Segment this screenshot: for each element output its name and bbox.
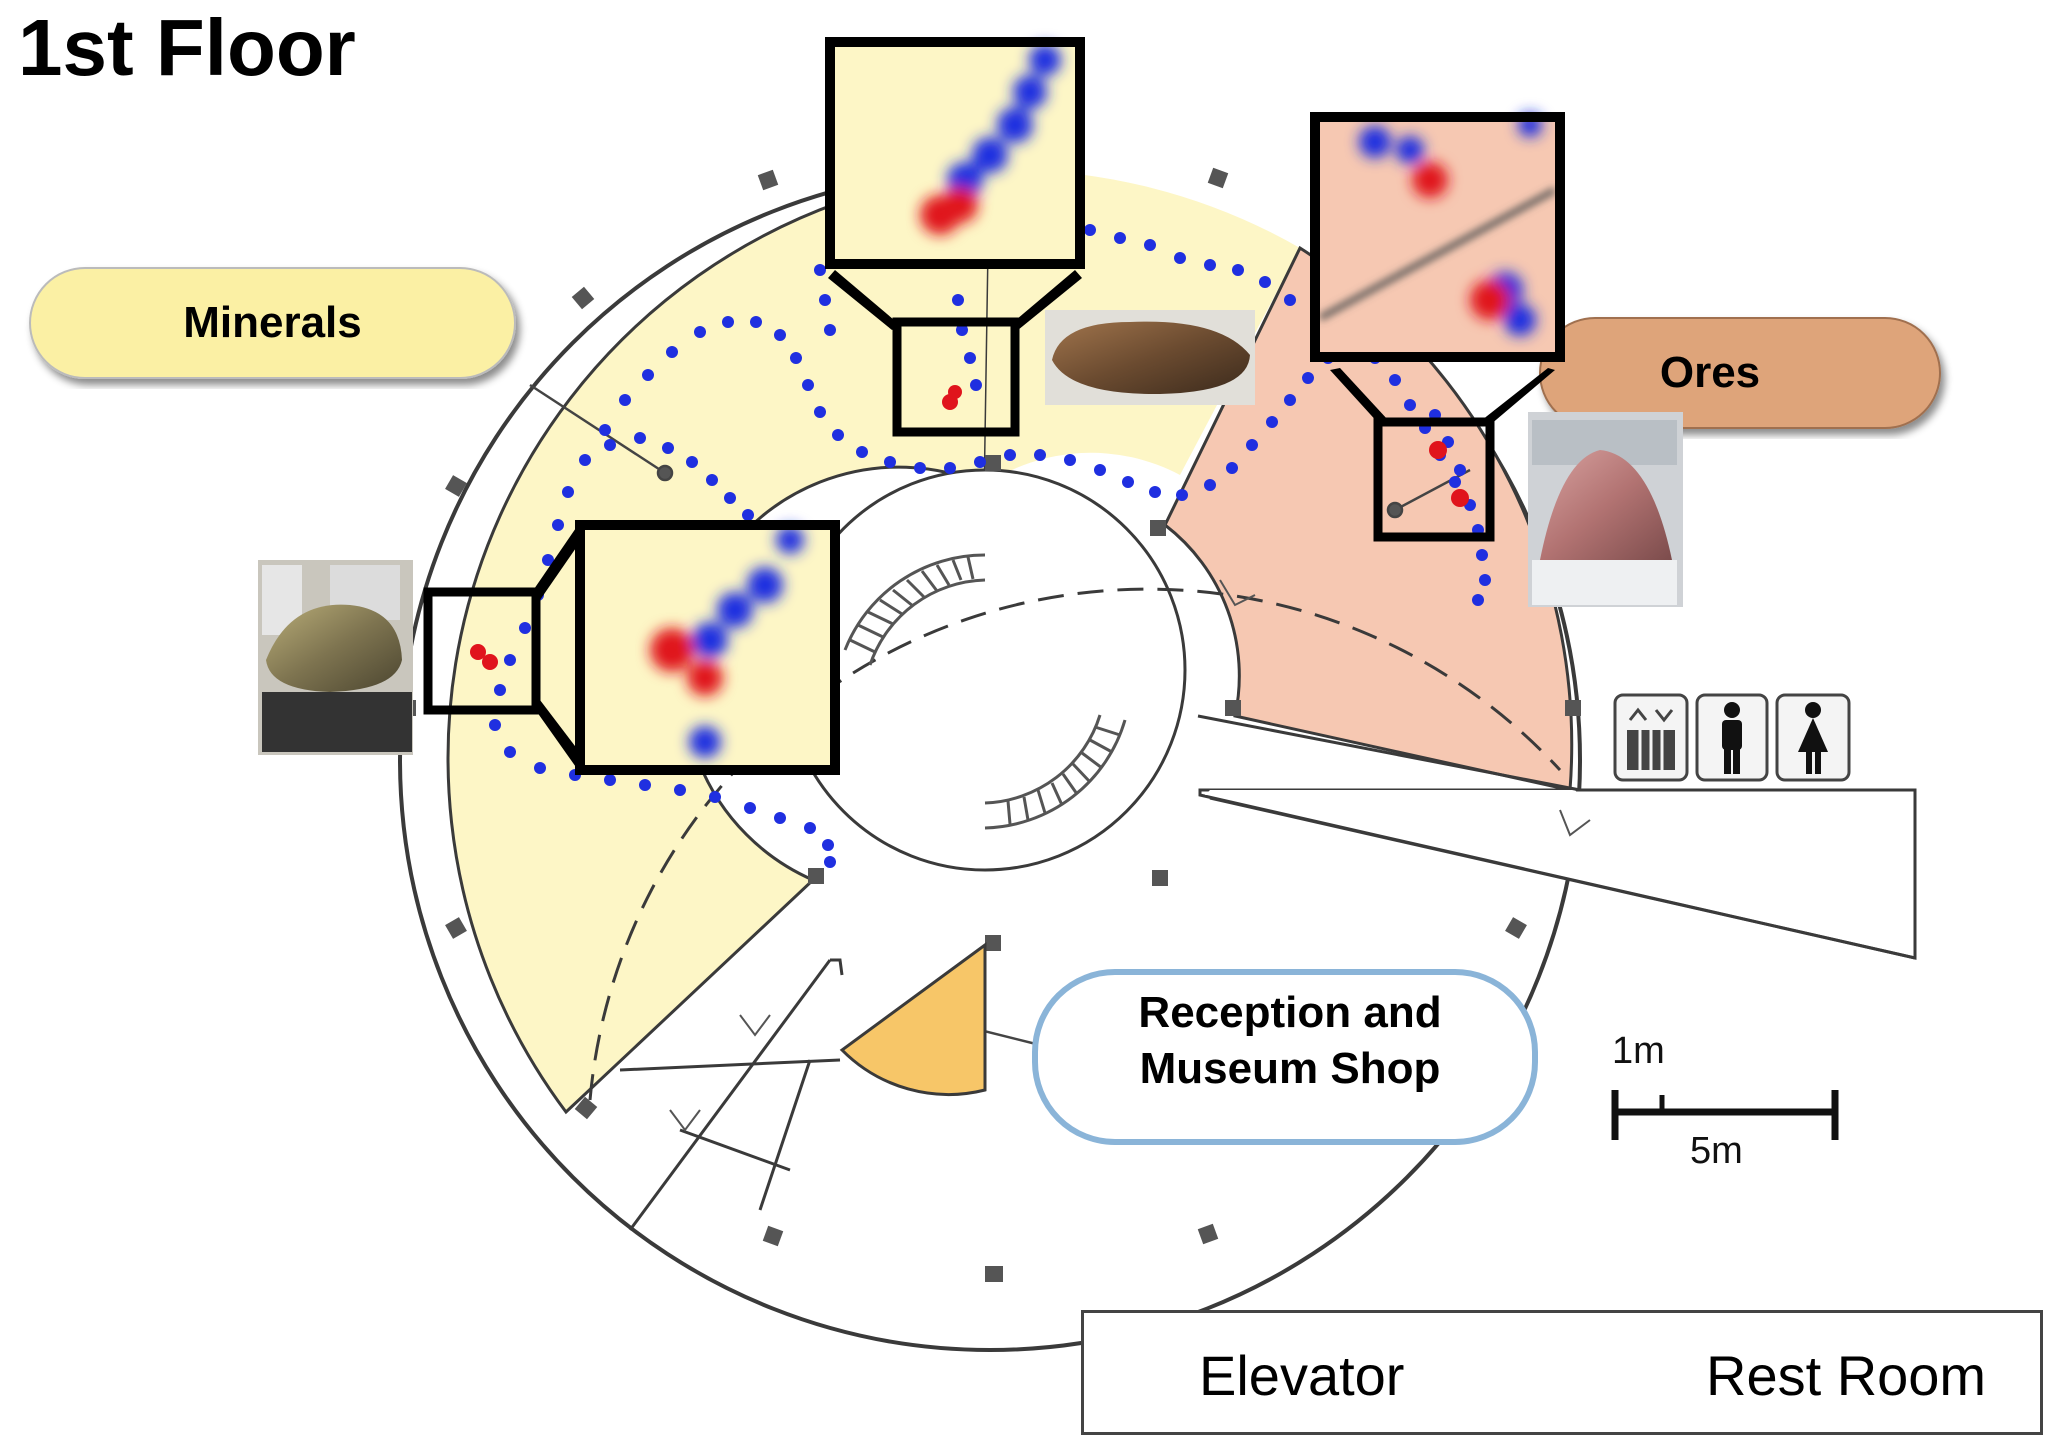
minerals-pill xyxy=(29,267,516,379)
minerals-label: Minerals xyxy=(183,298,362,347)
legend-elevator-label: Elevator xyxy=(1199,1344,1405,1407)
scale-bar xyxy=(1611,1090,1839,1140)
reception-bubble xyxy=(1032,969,1538,1145)
ores-pill xyxy=(1539,317,1941,429)
scale-short-label: 1m xyxy=(1612,1030,1665,1072)
reception-label: Reception and Museum Shop xyxy=(1040,985,1540,1097)
central-hub xyxy=(783,468,1187,872)
selection-box-top xyxy=(892,317,1020,437)
floor-title: 1st Floor xyxy=(18,3,356,92)
selection-box-ores xyxy=(1373,417,1495,542)
reception-zone xyxy=(839,942,987,1096)
legend: Elevator Rest Room xyxy=(1081,1310,2043,1435)
visitor-stops xyxy=(470,385,1469,670)
ores-label: Ores xyxy=(1659,348,1761,397)
ores-specimen-photo xyxy=(1528,412,1683,607)
female-restroom-icon xyxy=(1775,693,1851,782)
staircase-upper xyxy=(843,553,986,666)
corridor-icons xyxy=(1613,693,1851,782)
ore-specimen-photo-small xyxy=(1045,310,1255,405)
minerals-specimen-photo xyxy=(258,560,413,755)
zoom-box-ores xyxy=(1310,112,1565,362)
scale-long-label: 5m xyxy=(1690,1130,1743,1172)
reception-label-line1: Reception and xyxy=(1138,988,1442,1037)
reception-label-line2: Museum Shop xyxy=(1139,1044,1441,1093)
legend-restroom-label: Rest Room xyxy=(1706,1344,1987,1407)
entrance-walls xyxy=(619,958,844,1231)
selection-box-minerals xyxy=(423,587,541,715)
zoom-box-top xyxy=(825,37,1085,269)
minerals-zone-area xyxy=(446,168,992,1115)
dashed-ring xyxy=(588,587,1562,1101)
zoom-connectors xyxy=(532,270,1555,770)
elevator-icon xyxy=(1613,693,1689,782)
zoom-box-minerals xyxy=(575,520,840,775)
staircase-lower xyxy=(984,714,1127,830)
male-restroom-icon xyxy=(1695,693,1769,782)
pillars xyxy=(400,166,1581,1282)
